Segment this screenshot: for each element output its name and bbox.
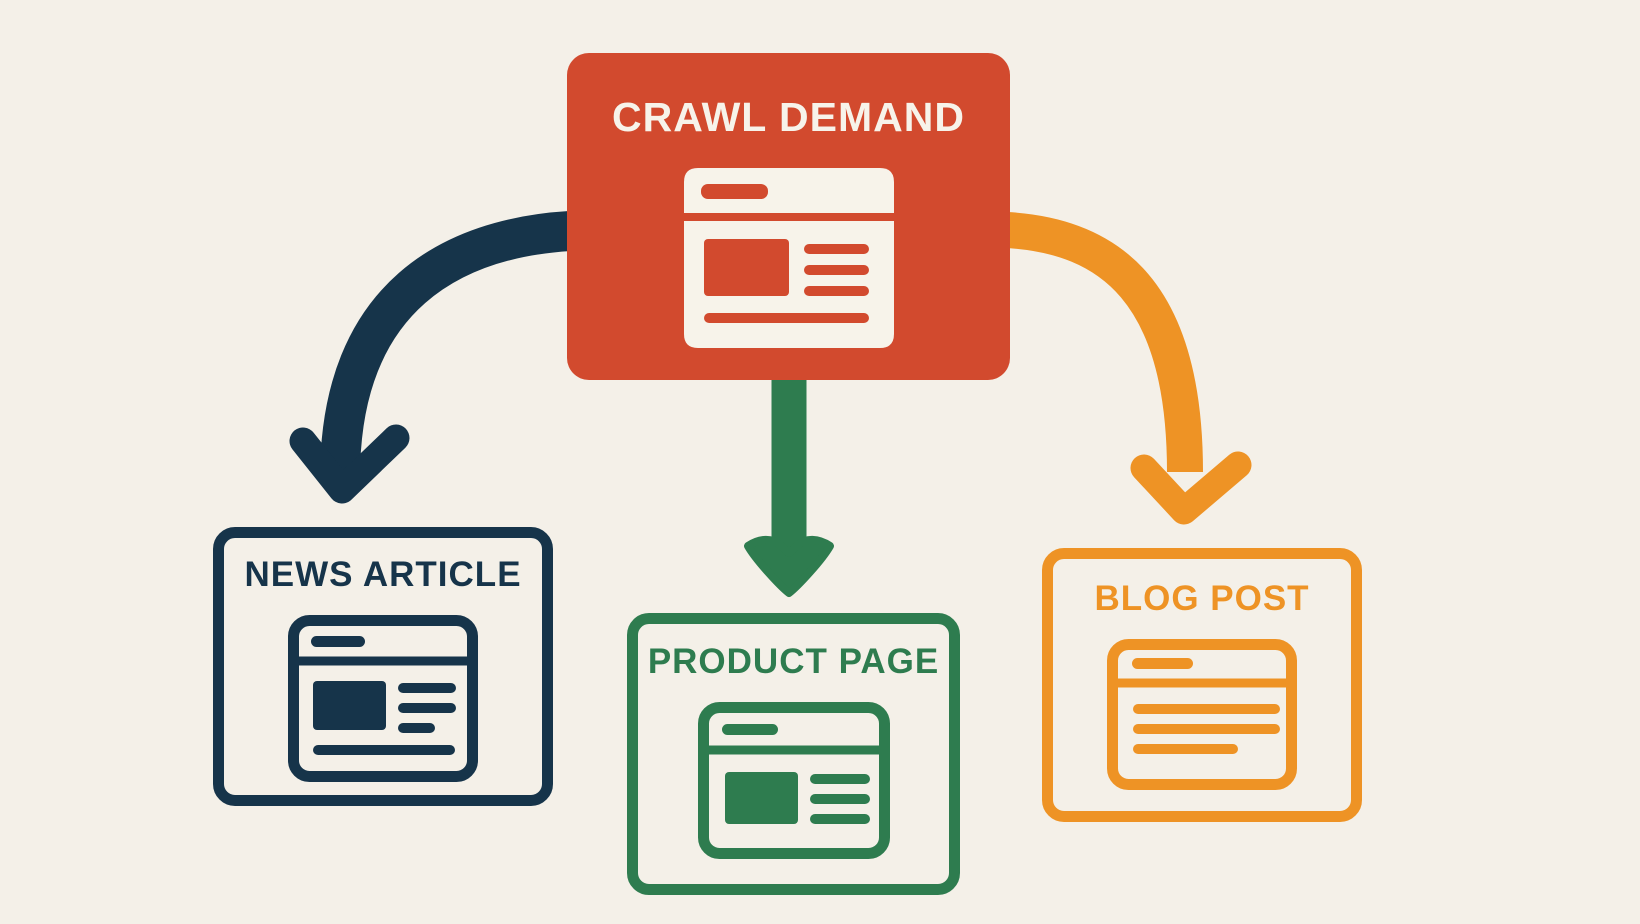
node-crawl-demand: CRAWL DEMAND <box>567 53 1010 380</box>
webpage-icon <box>683 168 894 349</box>
node-product-page-label: PRODUCT PAGE <box>647 642 940 681</box>
arrow-to-blog-post <box>1005 212 1252 525</box>
arrow-to-product-page <box>744 370 834 597</box>
product-page-icon <box>697 702 890 859</box>
node-crawl-demand-label: CRAWL DEMAND <box>612 94 965 140</box>
node-news-article: NEWS ARTICLE <box>213 527 553 806</box>
news-article-icon <box>288 615 478 782</box>
arrow-to-news-article <box>289 211 572 504</box>
node-product-page: PRODUCT PAGE <box>627 613 960 895</box>
blog-post-icon <box>1107 639 1297 790</box>
node-blog-post: BLOG POST <box>1042 548 1362 822</box>
node-news-article-label: NEWS ARTICLE <box>244 555 522 594</box>
node-blog-post-label: BLOG POST <box>1094 579 1310 618</box>
